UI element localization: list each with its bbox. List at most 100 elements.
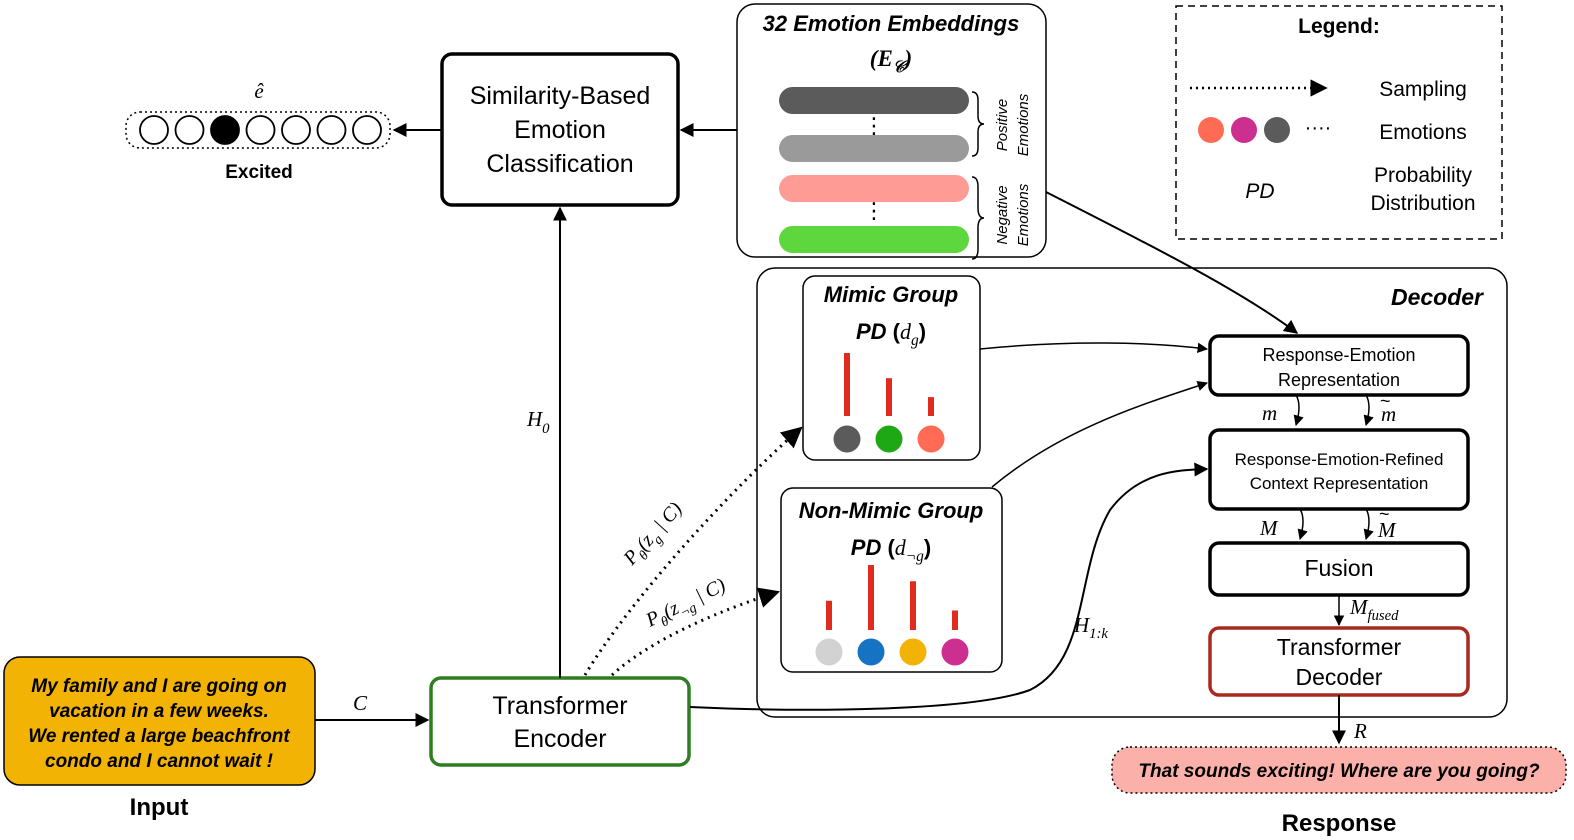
decoder-frame (756, 267, 1508, 718)
legend-pd-symbol: PD (1245, 180, 1274, 203)
pd-bar (952, 610, 958, 630)
decoder: Decoder Mimic Group PD (dg) Non-Mimic Gr… (756, 267, 1508, 718)
legend-sampling-label: Sampling (1379, 78, 1467, 101)
embedding-bar (779, 87, 969, 114)
M-tilde-mark: ~ (1379, 504, 1390, 524)
nonmimic-probability-label: Pθ(z¬g | C) (642, 574, 732, 636)
non-mimic-group: Non-Mimic Group PD (d¬g) (780, 487, 1003, 673)
decoder-label: Decoder (1391, 284, 1484, 310)
tdec-line-2: Decoder (1296, 664, 1383, 690)
pd-bar (886, 378, 892, 416)
classifier-line-3: Classification (486, 150, 633, 178)
emotion-classifier: Similarity-Based Emotion Classification (440, 52, 680, 207)
prediction-slot (281, 115, 311, 145)
legend-pd-text-1: Probability (1374, 164, 1473, 187)
m-tilde-arrow (1363, 394, 1374, 427)
pd-bar (910, 581, 916, 630)
input-line-3: We rented a large beachfront (28, 726, 290, 747)
rer-line-1: Response-Emotion (1262, 345, 1415, 365)
legend: Legend: Sampling ···· Emotions PD Probab… (1175, 5, 1503, 240)
negative-label-1: Negative (994, 185, 1011, 244)
svg-text:Pθ(zg | C): Pθ(zg | C) (619, 498, 691, 574)
mimic-group: Mimic Group PD (dg) (802, 275, 981, 461)
input-line-2: vacation in a few weeks. (49, 701, 269, 722)
prediction-slot (352, 115, 382, 145)
response-emotion-representation-box (1208, 334, 1470, 397)
emotion-prediction: ê Excited (125, 79, 391, 183)
svg-text:Pθ(z¬g | C): Pθ(z¬g | C) (642, 574, 732, 636)
input-label: Input (130, 794, 189, 821)
rercr-line-1: Response-Emotion-Refined (1235, 450, 1444, 469)
response-symbol: R (1353, 719, 1367, 743)
pd-bar (928, 397, 934, 416)
M-tilde-symbol: M (1377, 518, 1397, 542)
classifier-line-2: Emotion (514, 116, 606, 144)
mimic-sampling-arrow (583, 426, 803, 676)
response-label: Response (1282, 810, 1397, 837)
refined-context-representation-box (1208, 428, 1470, 511)
legend-emotions-label: Emotions (1379, 121, 1467, 144)
prediction-symbol: ê (254, 79, 264, 103)
pd-emotion-dot (833, 425, 861, 453)
positive-brace (971, 91, 985, 157)
embedding-bar (779, 226, 969, 253)
context-symbol: C (353, 691, 368, 715)
prediction-label: Excited (225, 162, 293, 183)
pd-bar (844, 353, 850, 416)
pd-emotion-dot (857, 638, 885, 666)
negative-label-2: Emotions (1015, 183, 1032, 246)
embeddings-to-representation-arrow (1045, 191, 1299, 334)
negative-ellipsis: ⋮ (863, 198, 885, 223)
response-box (1111, 746, 1567, 794)
rer-line-2: Representation (1278, 370, 1400, 390)
pd-emotion-dot (815, 638, 843, 666)
prediction-slot (139, 115, 169, 145)
rercr-line-2: Context Representation (1250, 474, 1429, 493)
emotion-embeddings: 32 Emotion Embeddings (E𝒞) ⋮ ⋮ Positive … (736, 3, 1047, 260)
input-line-4: condo and I cannot wait ! (45, 751, 273, 772)
legend-emotion-dot (1231, 117, 1257, 143)
legend-dots-ellipsis: ···· (1305, 117, 1332, 139)
prediction-slot (245, 115, 276, 145)
response-text: That sounds exciting! Where are you goin… (1138, 761, 1540, 782)
nonmimic-to-representation-arrow (991, 380, 1208, 488)
Mfused-symbol: Mfused (1349, 595, 1399, 624)
mimic-group-pd: PD (dg) (856, 319, 926, 349)
legend-emotion-dot (1264, 117, 1290, 143)
pd-emotion-dot (917, 425, 945, 453)
fusion-label: Fusion (1304, 555, 1373, 581)
M-symbol: M (1259, 516, 1279, 540)
legend-emotion-dot (1198, 117, 1224, 143)
tdec-line-1: Transformer (1277, 634, 1402, 660)
m-tilde-mark: ~ (1380, 391, 1391, 411)
h1k-arrow (689, 462, 1209, 711)
legend-box (1175, 5, 1503, 240)
pd-emotion-dot (941, 638, 969, 666)
mimic-group-title: Mimic Group (824, 282, 958, 307)
mimic-to-representation-arrow (979, 342, 1209, 354)
prediction-slot (174, 115, 205, 145)
m-symbol: m (1262, 401, 1277, 425)
m-tilde-symbol: m (1381, 402, 1396, 426)
transformer-encoder: Transformer Encoder (429, 676, 691, 767)
legend-pd-text-2: Distribution (1370, 192, 1475, 215)
embeddings-title: 32 Emotion Embeddings (763, 11, 1020, 36)
positive-label-2: Emotions (1015, 93, 1032, 156)
h0-symbol: H0 (526, 407, 550, 437)
legend-title: Legend: (1298, 15, 1380, 38)
pd-emotion-dot (875, 425, 903, 453)
pd-bar (868, 565, 874, 630)
prediction-slot-selected (210, 115, 240, 145)
negative-brace (971, 176, 985, 260)
input-line-1: My family and I are going on (31, 676, 286, 697)
prediction-slot (316, 115, 347, 145)
encoder-line-1: Transformer (492, 692, 627, 720)
embedding-bar (779, 175, 969, 202)
h1k-symbol: H1:k (1073, 613, 1108, 642)
pd-bar (826, 600, 832, 630)
pd-emotion-dot (899, 638, 927, 666)
non-mimic-group-box (780, 487, 1003, 673)
positive-ellipsis: ⋮ (863, 113, 885, 138)
non-mimic-group-pd: PD (d¬g) (851, 535, 931, 565)
